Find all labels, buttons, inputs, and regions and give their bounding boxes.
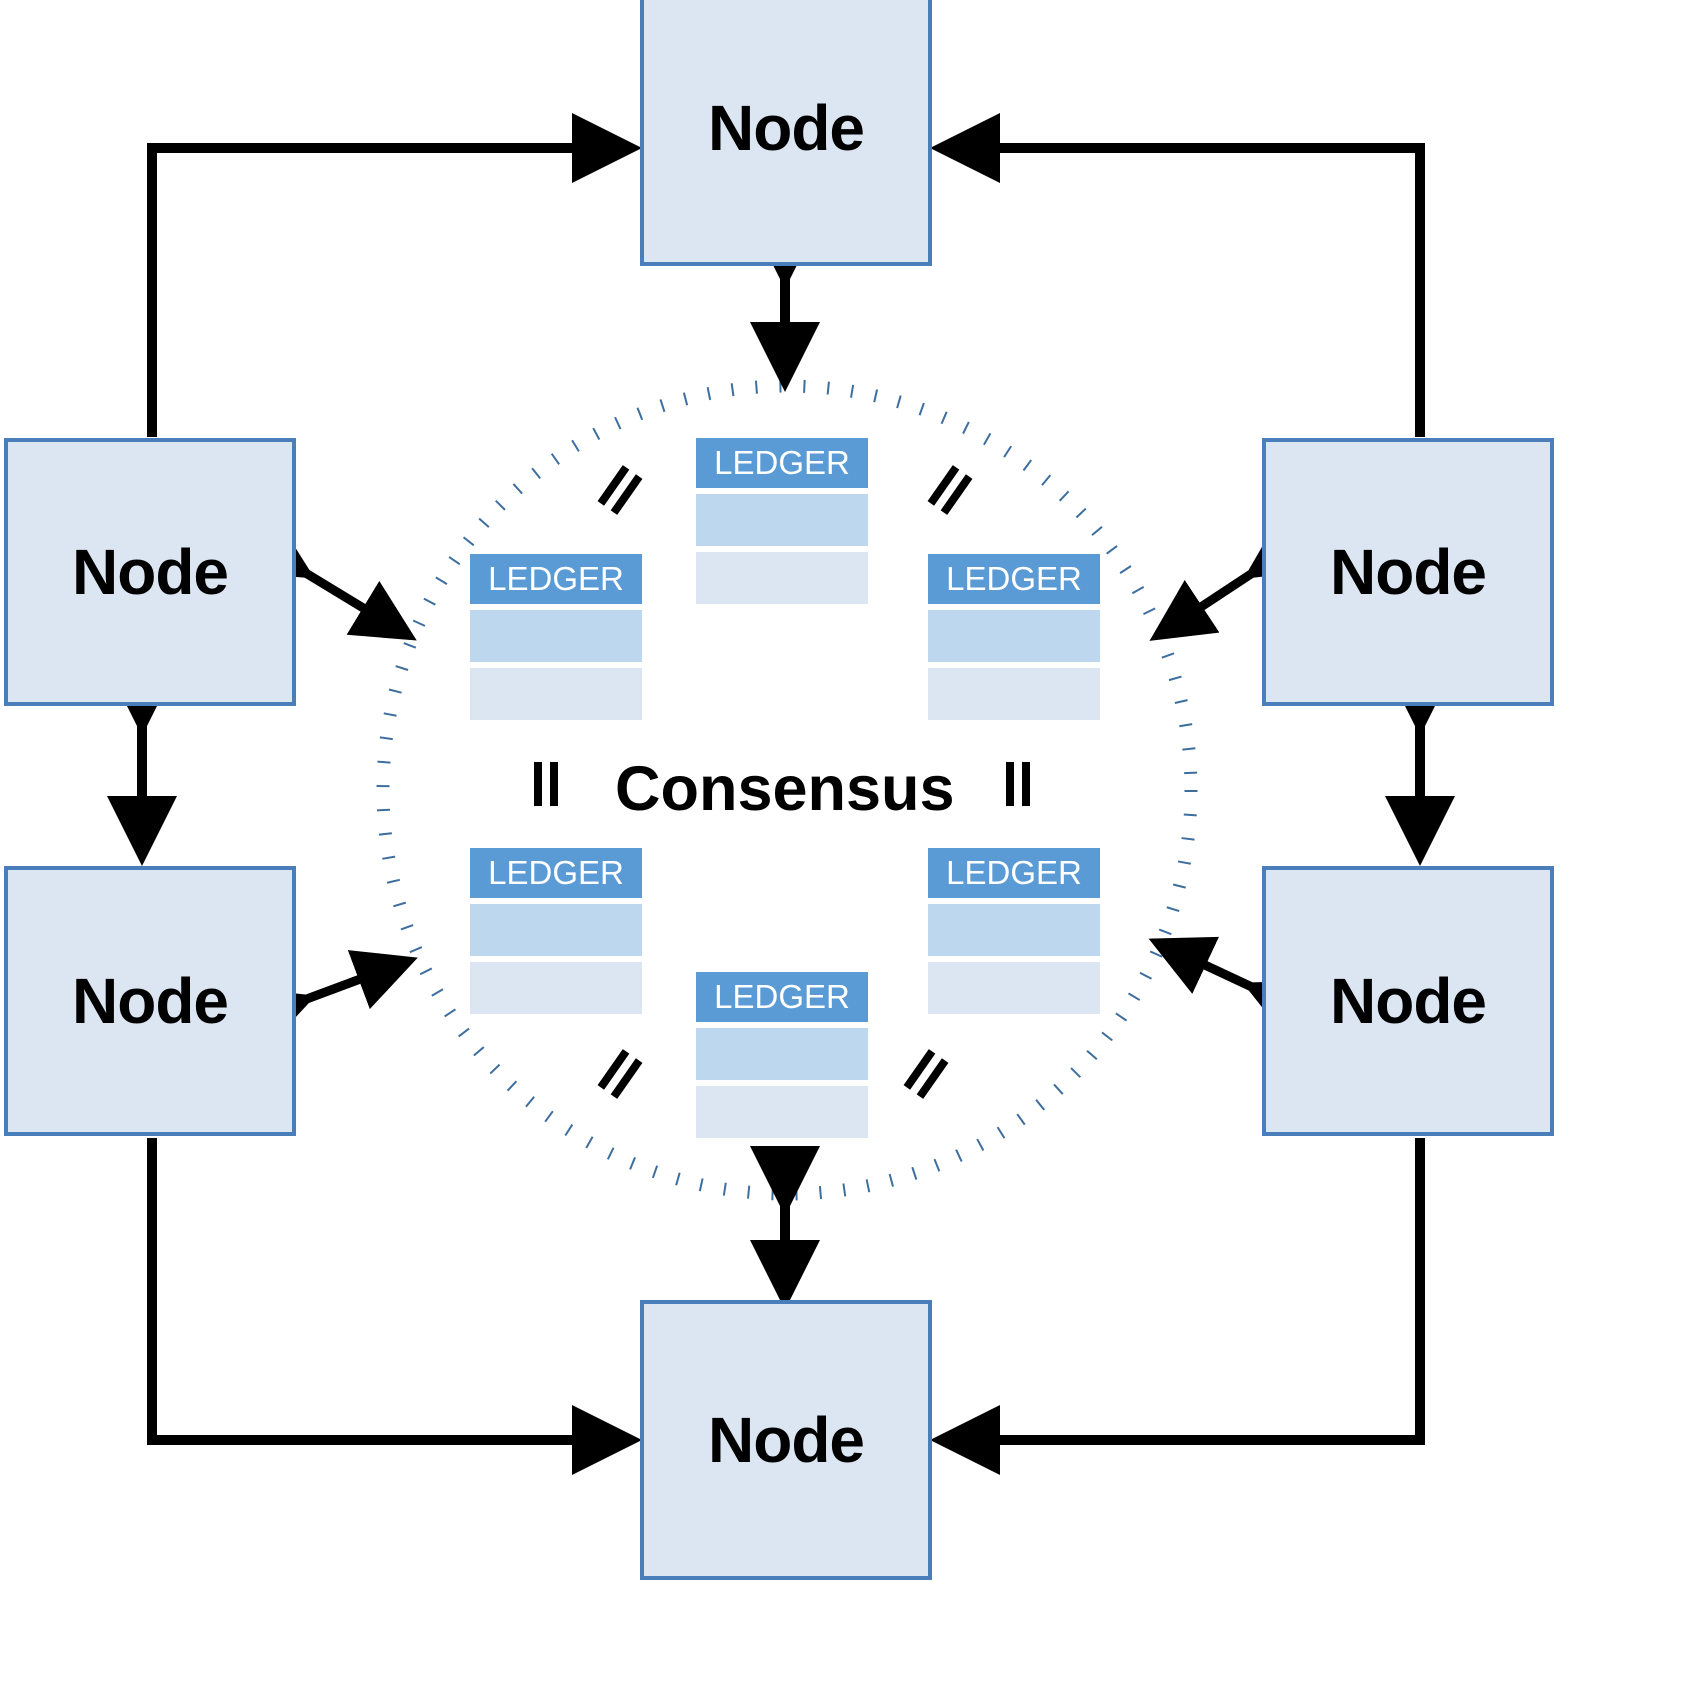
connector-right-lower-to-bottom — [929, 1138, 1425, 1475]
ledger-block-row — [696, 1028, 868, 1080]
ledger-block-row — [696, 1086, 868, 1138]
equals-sign-icon-mid-left — [524, 762, 568, 806]
ledger-block-row — [696, 494, 868, 546]
connector-left-lower-to-consensus — [245, 950, 418, 1048]
ledger-header: LEDGER — [696, 438, 868, 488]
ledger-block-row — [470, 610, 642, 662]
connector-left-lower-to-bottom — [147, 1138, 643, 1475]
ledger-header: LEDGER — [928, 848, 1100, 898]
equals-sign-icon-bottom-left — [589, 1043, 650, 1104]
ledger-stack-left-upper[interactable]: LEDGER — [470, 554, 642, 720]
ledger-block-row — [696, 552, 868, 604]
node-label: Node — [72, 536, 229, 608]
equals-sign-icon-top-right — [919, 459, 980, 520]
ledger-block-row — [928, 610, 1100, 662]
ledger-header: LEDGER — [470, 848, 642, 898]
ledger-stack-bottom[interactable]: LEDGER — [696, 972, 868, 1138]
ledger-header: LEDGER — [928, 554, 1100, 604]
node-label: Node — [708, 1404, 865, 1476]
connector-left-upper-to-top — [147, 113, 643, 437]
equals-sign-icon-mid-right — [996, 762, 1040, 806]
node-label: Node — [1330, 536, 1487, 608]
ledger-block-row — [928, 668, 1100, 720]
connector-left-upper-to-consensus — [244, 518, 417, 641]
node-box-left-upper[interactable]: Node — [4, 438, 296, 706]
node-box-right-upper[interactable]: Node — [1262, 438, 1554, 706]
ledger-block-row — [470, 962, 642, 1014]
node-box-top[interactable]: Node — [640, 0, 932, 266]
node-box-left-lower[interactable]: Node — [4, 866, 296, 1136]
ledger-header: LEDGER — [696, 972, 868, 1022]
ledger-stack-right-lower[interactable]: LEDGER — [928, 848, 1100, 1014]
ledger-block-row — [470, 904, 642, 956]
equals-sign-icon-top-left — [589, 459, 650, 520]
ledger-stack-left-lower[interactable]: LEDGER — [470, 848, 642, 1014]
node-box-right-lower[interactable]: Node — [1262, 866, 1554, 1136]
node-label: Node — [72, 965, 229, 1037]
ledger-block-row — [470, 668, 642, 720]
connector-right-lower-to-consensus — [1148, 936, 1314, 1038]
consensus-label: Consensus — [615, 754, 955, 824]
ledger-header: LEDGER — [470, 554, 642, 604]
node-label: Node — [708, 92, 865, 164]
ledger-stack-top[interactable]: LEDGER — [696, 438, 868, 604]
node-label: Node — [1330, 965, 1487, 1037]
connector-right-upper-to-top — [929, 113, 1425, 437]
node-box-bottom[interactable]: Node — [640, 1300, 932, 1580]
ledger-stack-right-upper[interactable]: LEDGER — [928, 554, 1100, 720]
ledger-block-row — [928, 904, 1100, 956]
ledger-block-row — [928, 962, 1100, 1014]
equals-sign-icon-bottom-right — [895, 1043, 956, 1104]
connector-right-upper-to-consensus — [1149, 517, 1314, 641]
